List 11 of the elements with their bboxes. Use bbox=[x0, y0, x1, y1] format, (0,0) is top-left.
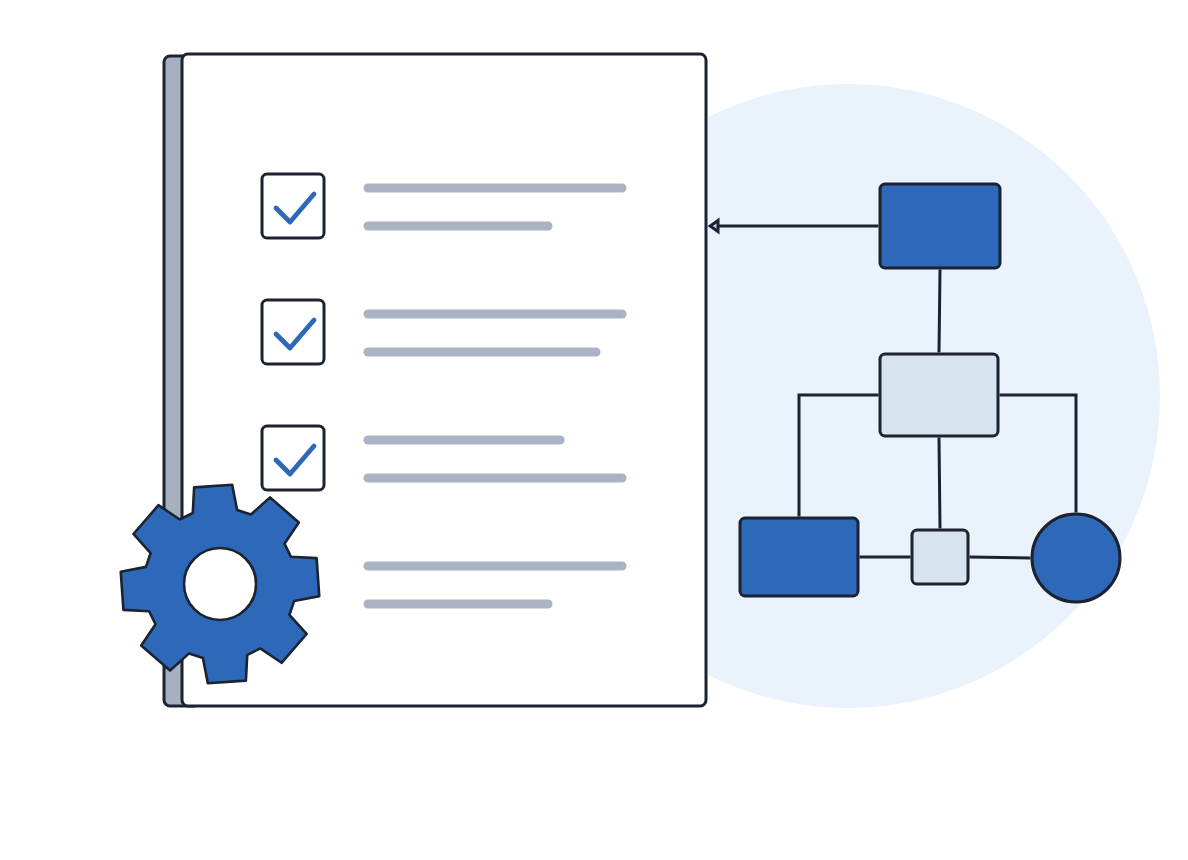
connector-line bbox=[999, 393, 1078, 513]
flowchart-box bbox=[910, 528, 970, 586]
connector-line bbox=[797, 393, 879, 517]
connector-line bbox=[859, 555, 911, 559]
flowchart-circle bbox=[1030, 512, 1122, 604]
flowchart-box bbox=[738, 516, 860, 598]
flowchart-box bbox=[878, 352, 1000, 438]
flowchart-box bbox=[878, 182, 1002, 270]
connector-line bbox=[937, 269, 942, 353]
connector-line bbox=[937, 437, 942, 529]
connector-line bbox=[969, 555, 1031, 560]
